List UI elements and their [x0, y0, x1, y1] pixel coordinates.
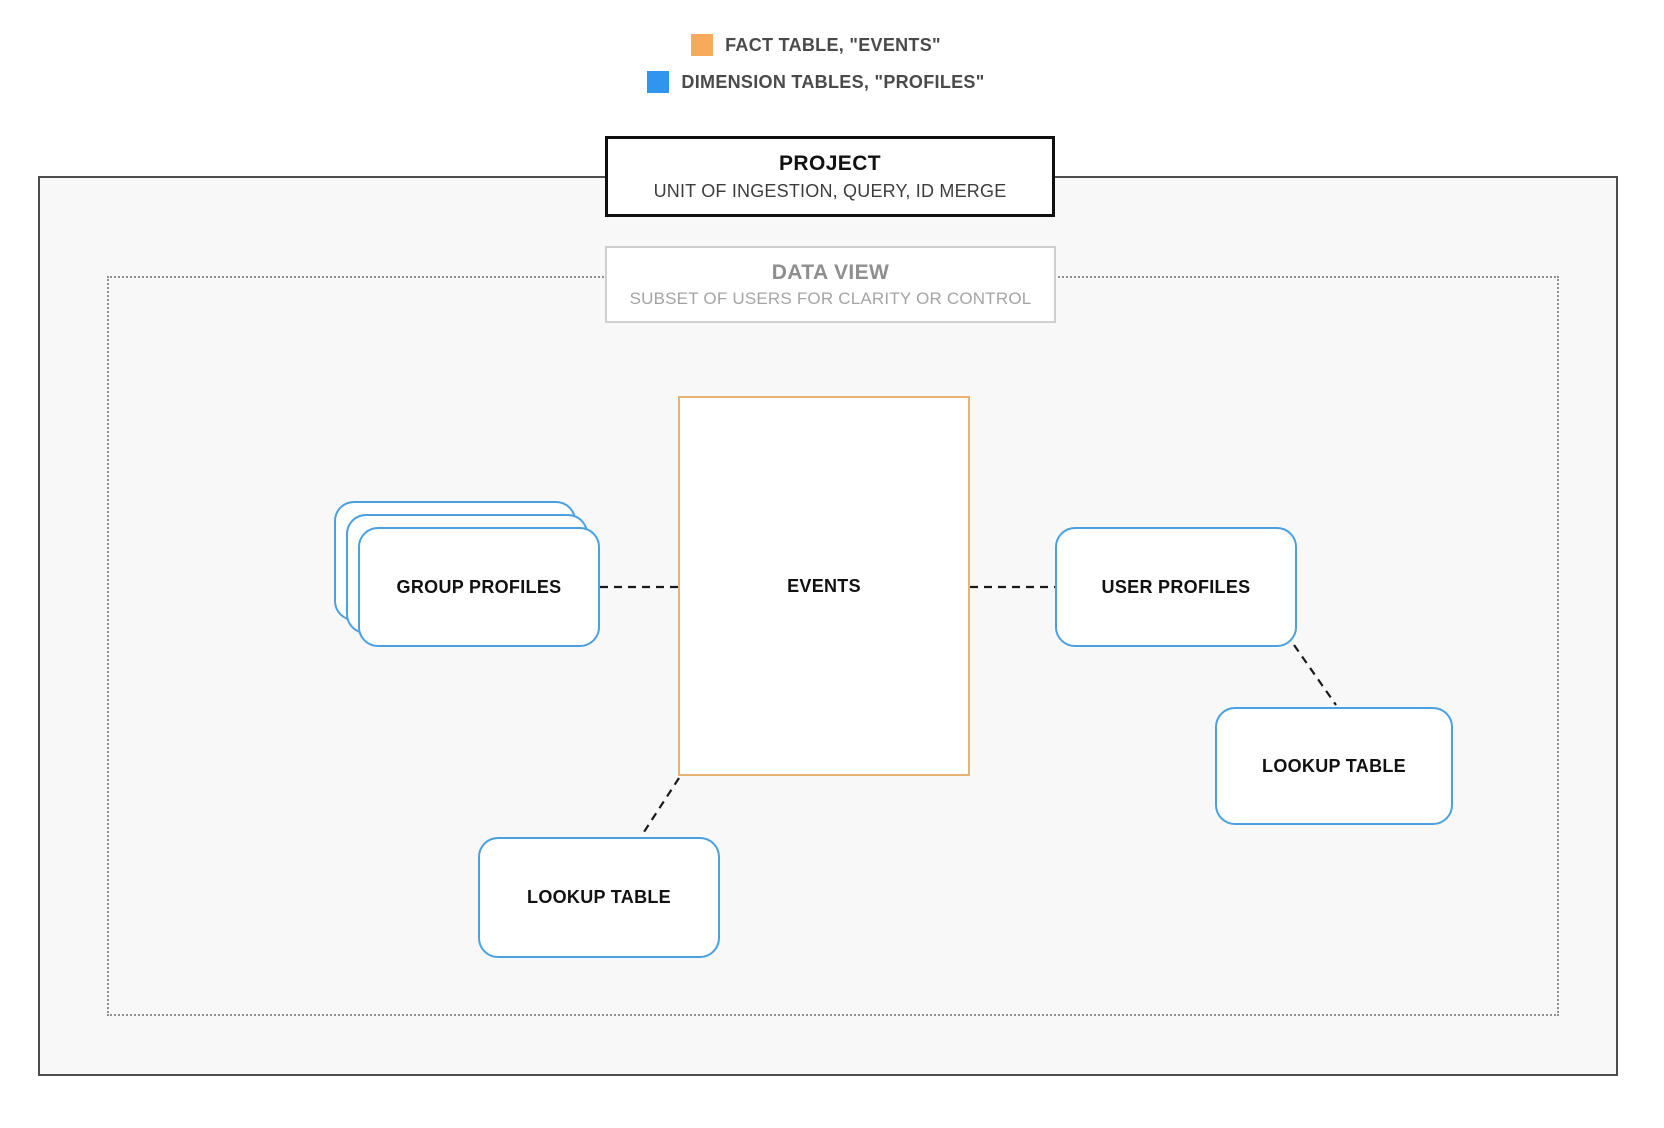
node-group-profiles-label: GROUP PROFILES	[396, 576, 562, 597]
node-lookup-table-right-label: LOOKUP TABLE	[1262, 755, 1406, 776]
node-lookup-table-right: LOOKUP TABLE	[1215, 707, 1453, 825]
project-title: PROJECT	[779, 151, 881, 175]
legend-item-label: DIMENSION TABLES, "PROFILES"	[681, 71, 985, 92]
data-view-title: DATA VIEW	[771, 260, 890, 284]
data-view-box: DATA VIEW SUBSET OF USERS FOR CLARITY OR…	[605, 246, 1056, 323]
node-user-profiles-label: USER PROFILES	[1101, 576, 1251, 597]
legend-item-fact-table: FACT TABLE, "EVENTS"	[691, 34, 941, 56]
project-subtitle: UNIT OF INGESTION, QUERY, ID MERGE	[653, 180, 1007, 201]
node-events-label: EVENTS	[787, 575, 861, 596]
dimension-tables-color-swatch	[647, 71, 670, 93]
project-box: PROJECT UNIT OF INGESTION, QUERY, ID MER…	[605, 136, 1055, 217]
fact-table-color-swatch	[691, 34, 714, 56]
data-view-subtitle: SUBSET OF USERS FOR CLARITY OR CONTROL	[629, 288, 1032, 308]
node-lookup-table-bottom: LOOKUP TABLE	[478, 837, 720, 958]
legend: FACT TABLE, "EVENTS" DIMENSION TABLES, "…	[0, 34, 1632, 93]
node-user-profiles: USER PROFILES	[1055, 527, 1297, 647]
node-lookup-table-bottom-label: LOOKUP TABLE	[527, 887, 671, 907]
node-events: EVENTS	[678, 396, 970, 776]
node-group-profiles: GROUP PROFILES	[358, 527, 600, 647]
legend-item-dimension-tables: DIMENSION TABLES, "PROFILES"	[647, 71, 984, 93]
legend-item-label: FACT TABLE, "EVENTS"	[725, 34, 941, 55]
